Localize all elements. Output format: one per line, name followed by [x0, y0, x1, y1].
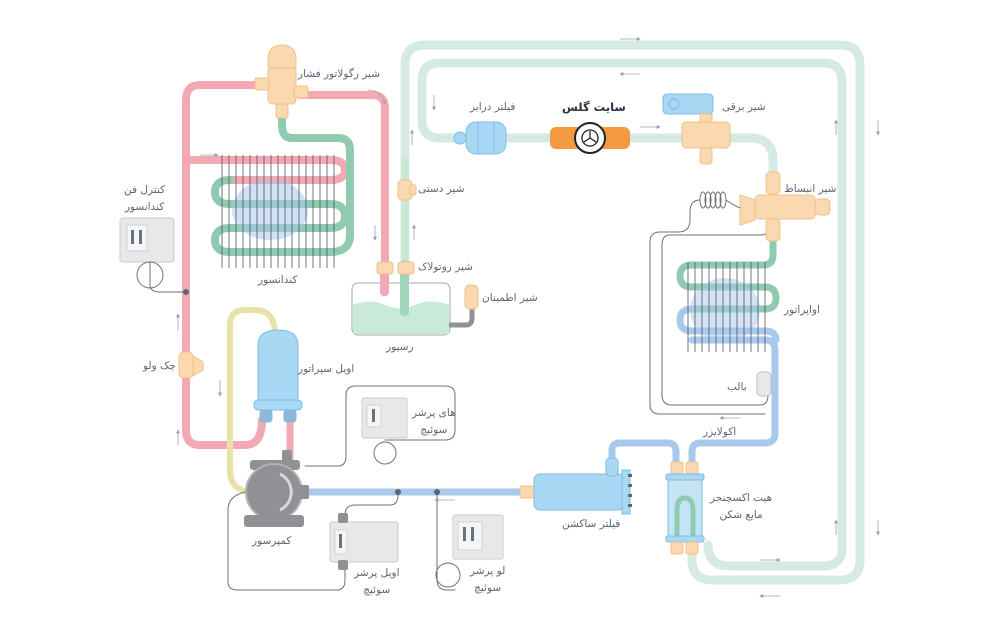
label-line: های پرشر — [412, 407, 456, 419]
high-pressure-switch-icon — [361, 397, 408, 465]
expansion-valve-icon — [739, 171, 831, 242]
pressure-tap — [434, 489, 440, 495]
low-pressure-switch-icon — [435, 514, 504, 588]
flow-arrow — [367, 89, 387, 105]
label-evaporator: اواپراتور — [784, 304, 820, 316]
label-line: سوئیچ — [363, 584, 391, 596]
suction-filter-icon — [519, 457, 632, 515]
label-oil-separator: اویل سپراتور — [298, 363, 355, 375]
evaporator-outlet — [688, 336, 779, 469]
receiver-icon — [351, 260, 475, 336]
suction-filter-riser — [608, 439, 680, 474]
label-low-pressure-switch: لو پرشر سوئیچ — [470, 563, 505, 597]
label-filter-drier: فیلتر درایر — [470, 101, 516, 113]
safety-valve-icon — [464, 284, 479, 310]
label-oil-pressure-switch: اویل پرشر سوئیچ — [354, 565, 400, 599]
label-safety-valve: شیر اطمینان — [482, 292, 538, 304]
label-compressor: کمپرسور — [252, 535, 292, 547]
capillary-high-pressure — [304, 385, 456, 467]
hot-gas-to-condenser — [182, 156, 349, 184]
label-heat-exchanger: هیت اکسچنجر مایع شکن — [710, 490, 772, 524]
liquid-line-evap-feed — [688, 226, 777, 269]
filter-drier-icon — [453, 121, 507, 155]
compressor-icon — [244, 450, 309, 527]
hot-gas-line — [182, 81, 272, 449]
hot-gas-to-regulator — [296, 91, 389, 294]
condenser-outlet — [278, 111, 354, 256]
label-line: مایع شکن — [719, 509, 763, 521]
label-line: کنترل فن — [124, 184, 166, 196]
evaporator — [687, 262, 766, 352]
label-bulb: بالب — [727, 381, 747, 393]
rotolock-valve-icon — [376, 261, 415, 275]
oil-pressure-switch-icon — [329, 513, 399, 570]
oil-return-line — [227, 307, 278, 495]
pressure-tap — [395, 489, 401, 495]
label-line: اویل پرشر — [354, 567, 400, 579]
label-condenser-fan-control: کنترل فن کندانسور — [124, 182, 165, 216]
heat-exchanger-icon — [665, 461, 705, 555]
label-check-valve: چک ولو — [143, 360, 176, 372]
sight-glass-icon — [550, 122, 630, 154]
liquid-line-outer — [400, 40, 865, 585]
capillary-oil-pressure — [227, 489, 399, 591]
label-line: هیت اکسچنجر — [710, 492, 773, 504]
equalizer-line — [649, 199, 766, 415]
oil-separator-icon — [253, 329, 303, 423]
label-condenser: کندانسور — [258, 274, 298, 286]
label-receiver: رسیور — [386, 341, 414, 353]
label-line: سوئیچ — [474, 582, 502, 594]
label-suction-filter: فیلتر ساکشن — [562, 518, 621, 530]
label-manual-valve: شیر دستی — [418, 183, 465, 195]
capillary-low-pressure — [436, 489, 456, 591]
manual-valve-icon — [397, 179, 417, 201]
capillary-coil-icon — [699, 191, 741, 209]
label-high-pressure-switch: های پرشر سوئیچ — [412, 405, 456, 439]
label-pressure-regulator-valve: شیر رگولاتور فشار — [298, 68, 380, 80]
condenser — [221, 155, 335, 268]
capillary-line — [149, 261, 187, 293]
bulb-icon — [756, 371, 772, 397]
condenser-fan-control-switch-icon — [119, 217, 189, 295]
solenoid-valve-icon — [662, 93, 731, 165]
label-sight-glass: سایت گلس — [562, 100, 626, 114]
label-line: سوئیچ — [420, 424, 448, 436]
label-solenoid-valve: شیر برقی — [722, 101, 766, 113]
label-line: کندانسور — [124, 201, 165, 213]
label-line: لو پرشر — [470, 565, 506, 577]
condenser-coil — [211, 176, 349, 256]
evaporator-coil-lower — [676, 305, 780, 344]
label-expansion-valve: شیر انبساط — [784, 183, 837, 195]
label-equalizer: اکولایزر — [703, 426, 737, 438]
label-rotolock-valve: شیر روتولاک — [418, 261, 473, 273]
pressure-regulator-valve-icon — [254, 44, 309, 119]
liquid-line-inner — [417, 58, 847, 571]
check-valve-icon — [178, 351, 204, 379]
liquid-line-top — [457, 133, 778, 180]
